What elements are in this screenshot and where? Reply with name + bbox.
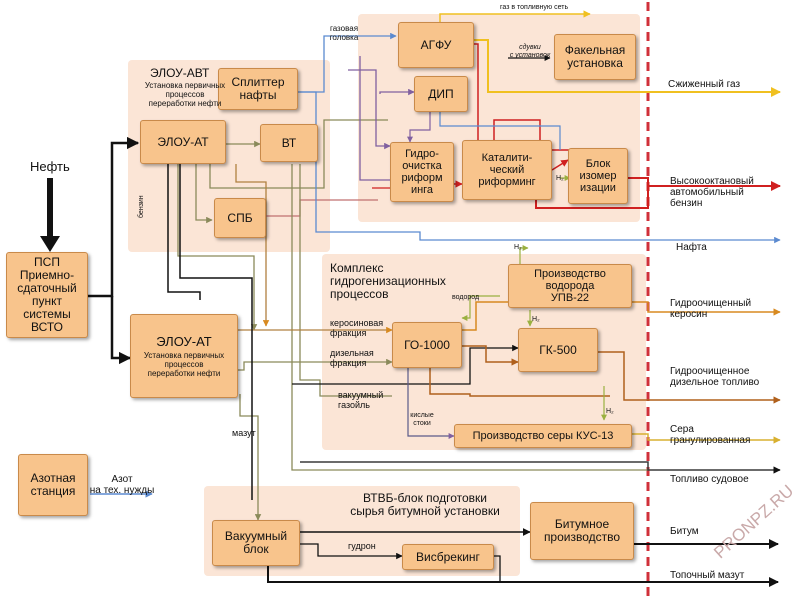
box-vacuum-block: Вакуумный блок (212, 520, 300, 566)
product-gasoline: Высокооктановый автомобильный бензин (670, 176, 754, 209)
label-sour-water: кислые стоки (410, 412, 434, 427)
label-kerosene-fraction: керосиновая фракция (330, 318, 384, 338)
vtvb-title: ВТВБ-блок подготовки сырья битумной уста… (350, 491, 500, 518)
elou-avt-title: ЭЛОУ-АВТ (150, 66, 210, 80)
box-flare: Факельная установка (554, 34, 636, 80)
label-mazut: мазут (232, 428, 256, 438)
elou-at-2-subtitle: Установка первичных процессов переработк… (143, 351, 225, 378)
product-marine-fuel: Топливо судовое (670, 474, 749, 485)
box-catalytic-reforming: Каталити- ческий риформинг (462, 140, 552, 200)
label-blowdown: сдувки с установок (509, 44, 551, 59)
product-sulfur: Сера гранулированная (670, 424, 751, 446)
box-visbreaking: Висбрекинг (402, 544, 494, 570)
box-psp: ПСП Приемно- сдаточный пункт системы ВСТ… (6, 252, 88, 338)
box-gk500: ГК-500 (518, 328, 598, 372)
box-elou-at-1: ЭЛОУ-АТ (140, 120, 226, 164)
label-gas-head: газовая головка (329, 24, 359, 42)
label-benzin: бензин (138, 195, 145, 218)
product-diesel: Гидроочищенное дизельное топливо (670, 366, 760, 388)
label-gas-to-fuel: газ в топливную сеть (500, 4, 569, 11)
label-h2-kus: H₂ (606, 408, 614, 415)
elou-avt-subtitle: Установка первичных процессов переработк… (144, 81, 226, 108)
product-naphtha: Нафта (676, 242, 707, 253)
label-nitrogen-out: Азот на тех. нужды (89, 474, 155, 496)
box-go1000: ГО-1000 (392, 322, 462, 368)
box-kus13: Производство серы КУС-13 (454, 424, 632, 448)
box-splitter-naphtha: Сплиттер нафты (218, 68, 298, 110)
product-lpg: Сжиженный газ (668, 79, 741, 90)
box-bitumen-production: Битумное производство (530, 502, 634, 560)
box-vt: ВТ (260, 124, 318, 162)
product-kerosene: Гидроочищенный керосин (670, 298, 752, 320)
box-agfu: АГФУ (398, 22, 474, 68)
box-dip: ДИП (414, 76, 468, 112)
label-h2-upv: H₂ (514, 244, 522, 251)
label-hydrogen: водород (452, 294, 480, 301)
hydro-complex-title: Комплекс гидрогенизационных процессов (330, 261, 446, 301)
label-h2-gk: H₂ (532, 316, 540, 323)
box-nitrogen-station: Азотная станция (18, 454, 88, 516)
label-vacuum-gasoil: вакуумный газойль (338, 390, 384, 410)
product-fuel-oil: Топочный мазут (670, 570, 745, 581)
box-spb: СПБ (214, 198, 266, 238)
box-hydrotreat-reforming: Гидро- очистка риформ инга (390, 142, 454, 202)
label-h2-isomer: H₂ (556, 175, 564, 182)
product-bitumen: Битум (670, 526, 699, 537)
box-isomerization: Блок изомер изации (568, 148, 628, 204)
label-diesel-fraction: дизельная фракция (330, 348, 374, 368)
elou-at-2-title: ЭЛОУ-АТ (156, 334, 212, 349)
box-elou-at-2: ЭЛОУ-АТ Установка первичных процессов пе… (130, 314, 238, 398)
label-gudron: гудрон (348, 541, 376, 551)
input-oil-label: Нефть (30, 159, 70, 174)
box-upv22: Производство водорода УПВ-22 (508, 264, 632, 308)
